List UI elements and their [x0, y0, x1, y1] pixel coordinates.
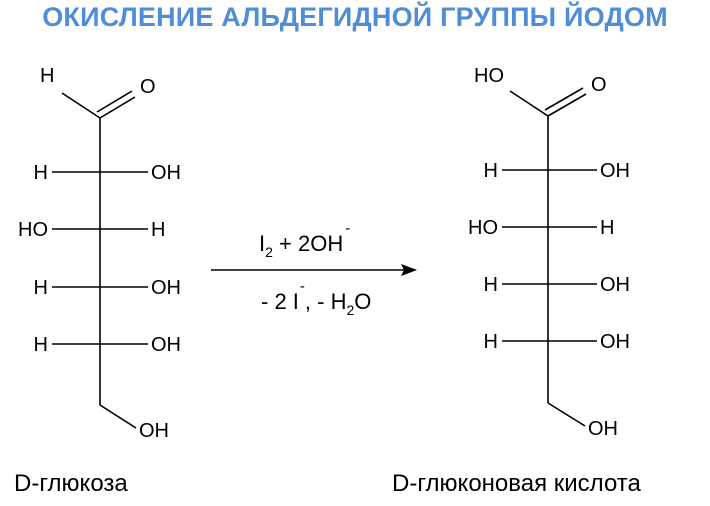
gluconic-row3-right: OH	[600, 274, 630, 296]
gluconic-row1-left: H	[484, 160, 498, 182]
glucose-row2-left: HO	[18, 219, 48, 241]
gluconic-row4-left: H	[484, 331, 498, 353]
reagent-hydroxide-charge: -	[345, 220, 350, 237]
glucose-row3-right: OH	[151, 277, 181, 299]
gluconic-acid-caption: D-глюконовая кислота	[392, 470, 641, 497]
reagent-iodine: I	[259, 231, 265, 256]
glucose-row1-left: H	[34, 162, 48, 184]
glucose-top-h: H	[40, 65, 54, 87]
glucose-row1-right: OH	[151, 162, 181, 184]
glucose-row3-left: H	[34, 277, 48, 299]
gluconic-acid-labels: HO O H OH HO H H OH H OH OH	[468, 65, 630, 440]
byproduct-water-end: O	[354, 289, 371, 314]
gluconic-row1-right: OH	[600, 160, 630, 182]
reaction-arrow	[211, 264, 417, 276]
arrow-head	[401, 264, 417, 276]
gluconic-bottom-oh: OH	[588, 418, 618, 440]
byproduct-iodide: - 2 I	[261, 289, 299, 314]
bond-c1-o-1	[547, 93, 587, 117]
glucose-row4-left: H	[34, 334, 48, 356]
gluconic-acid-structure	[502, 87, 597, 427]
reagent-iodine-sub: 2	[265, 244, 273, 260]
byproduct-iodide-charge: -	[300, 278, 305, 295]
gluconic-top-ho: HO	[474, 65, 504, 87]
glucose-labels: H O H OH HO H H OH H OH OH	[18, 65, 181, 442]
glucose-top-o: O	[140, 76, 156, 98]
byproducts-line: - 2 I-, - H2O	[261, 278, 371, 318]
bond-h-c1	[61, 92, 101, 119]
page-title: ОКИСЛЕНИЕ АЛЬДЕГИДНОЙ ГРУППЫ ЙОДОМ	[42, 2, 668, 32]
glucose-structure	[52, 90, 148, 429]
gluconic-row2-right: H	[600, 217, 614, 239]
byproduct-water-sub: 2	[346, 302, 354, 318]
reagents-line: I2 + 2OH-	[259, 220, 350, 260]
glucose-row4-right: OH	[151, 334, 181, 356]
gluconic-row4-right: OH	[600, 331, 630, 353]
gluconic-row3-left: H	[484, 274, 498, 296]
bond-c1-o-1	[99, 96, 136, 119]
gluconic-top-o: O	[591, 74, 607, 96]
bond-c1-o-2	[96, 90, 133, 113]
reagent-hydroxide: + 2OH	[273, 231, 343, 256]
bond-ho-c1	[509, 90, 549, 117]
glucose-caption: D-глюкоза	[14, 470, 128, 497]
glucose-bottom-oh: OH	[139, 420, 169, 442]
bond-c6-oh	[547, 402, 586, 427]
byproduct-water: , - H	[305, 289, 347, 314]
gluconic-row2-left: HO	[468, 217, 498, 239]
bond-c1-o-2	[544, 87, 584, 111]
reaction-conditions: I2 + 2OH- - 2 I-, - H2O	[259, 220, 371, 318]
bond-c6-oh	[99, 404, 137, 429]
glucose-row2-right: H	[151, 219, 165, 241]
